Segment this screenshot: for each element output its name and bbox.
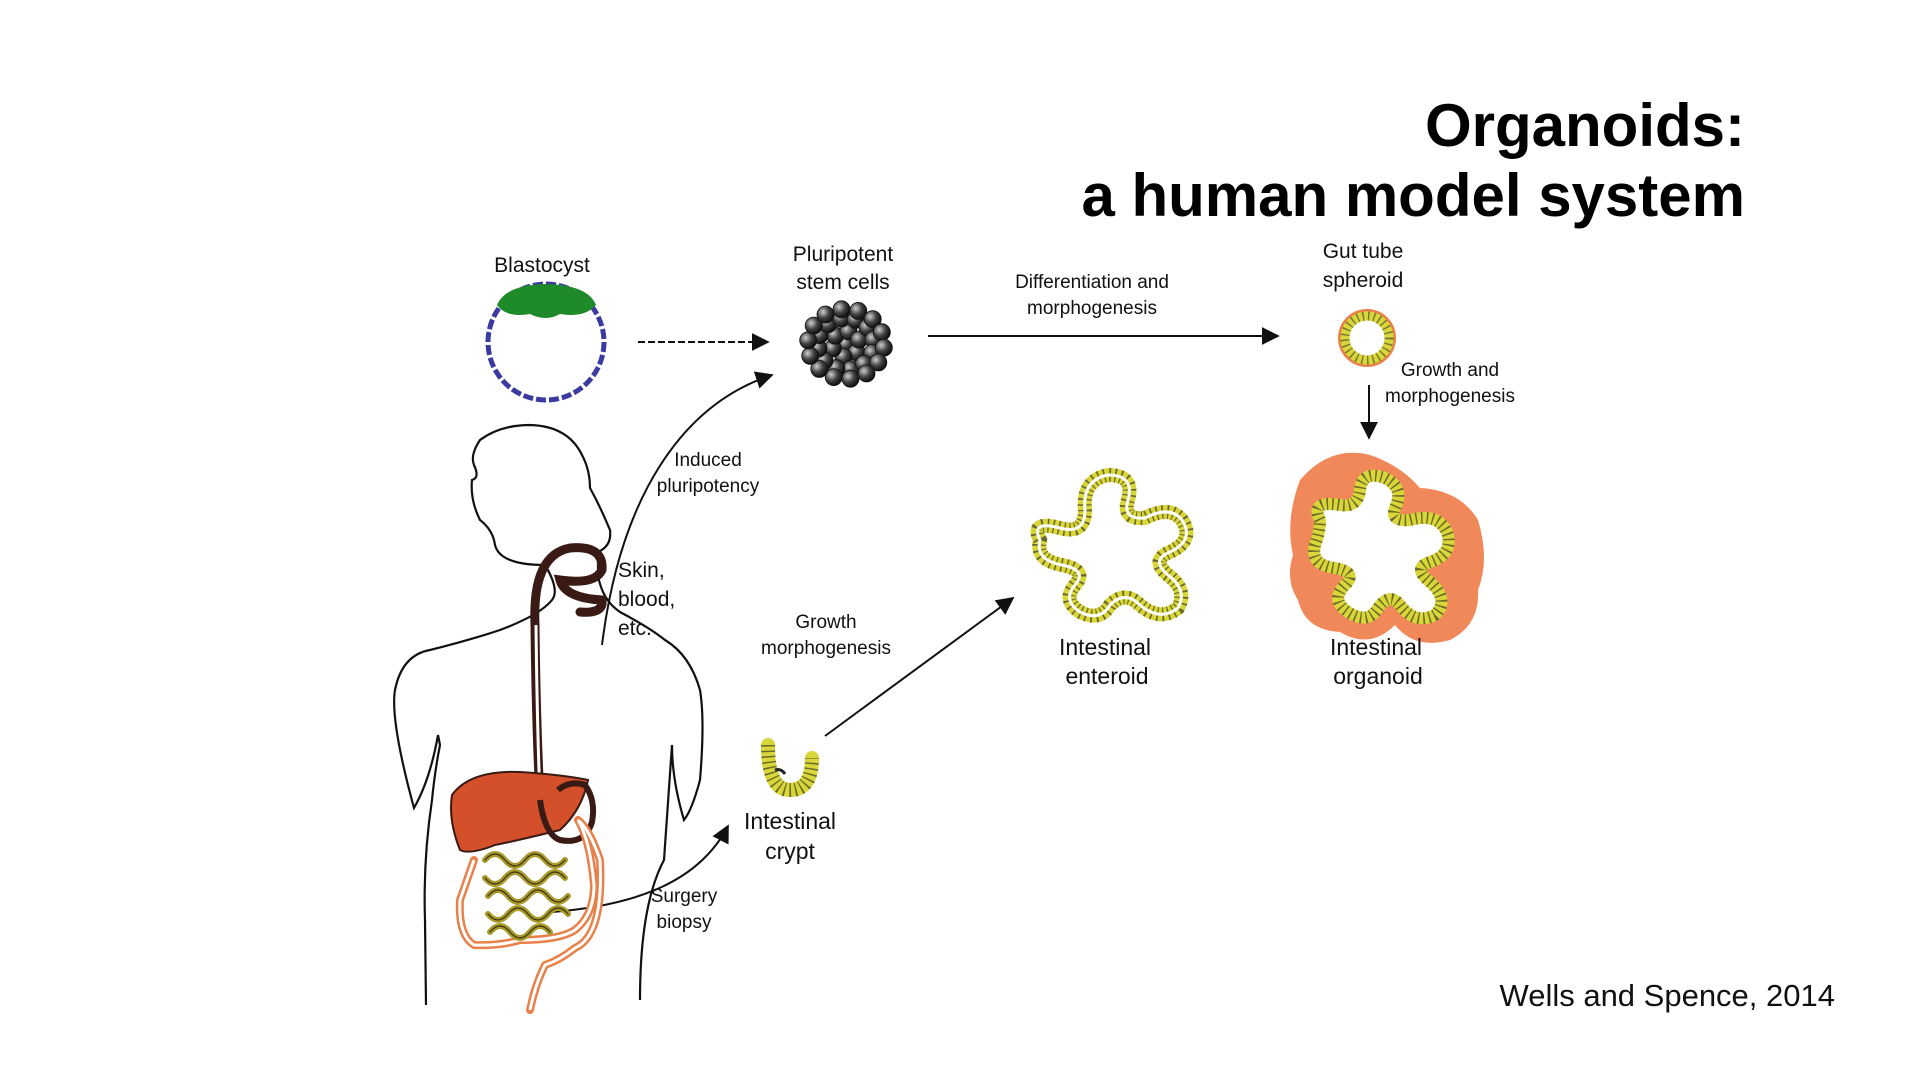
label-organoid-line1: Intestinal	[1329, 634, 1423, 660]
label-pluripotent-line1: Pluripotent	[792, 243, 894, 266]
crypt-to-enteroid-arrow	[824, 596, 1015, 737]
label-skin-line2: blood,	[618, 588, 676, 611]
stem-cell-sphere	[863, 310, 882, 329]
stem-cell-sphere	[810, 359, 829, 378]
label-surgery-line2: biopsy	[656, 912, 712, 933]
label-induced-line2: pluripotency	[656, 476, 760, 497]
label-enteroid-line1: Intestinal	[1058, 634, 1152, 660]
label-skin-line1: Skin,	[618, 559, 665, 582]
stem-cell-sphere	[804, 316, 823, 335]
label-growth2-line1: Growth	[795, 612, 857, 633]
label-gut-tube-line2: spheroid	[1322, 269, 1404, 292]
label-blastocyst: Blastocyst	[494, 254, 590, 277]
label-differentiation-line1: Differentiation and	[1015, 272, 1169, 293]
stem-cell-sphere	[832, 300, 851, 319]
human-body-illustration	[393, 423, 704, 1006]
stem-cell-sphere	[816, 305, 835, 324]
label-crypt-line1: Intestinal	[743, 808, 837, 834]
citation: Wells and Spence, 2014	[1499, 978, 1836, 1013]
label-induced-line1: Induced	[674, 450, 742, 471]
stem-cell-sphere	[857, 364, 876, 383]
label-crypt-line2: crypt	[765, 838, 815, 864]
inner-cell-mass	[497, 284, 596, 318]
label-organoid-line2: organoid	[1333, 663, 1423, 689]
label-pluripotent-line2: stem cells	[796, 271, 890, 294]
label-surgery-line1: Surgery	[650, 886, 718, 907]
label-growth-morph-line1: Growth and	[1400, 360, 1500, 381]
intestinal-crypt-illustration	[761, 738, 819, 798]
blastocyst-illustration	[485, 281, 607, 403]
digestive-tract-illustration	[450, 543, 607, 1014]
label-enteroid-line2: enteroid	[1065, 663, 1149, 689]
label-skin-line3: etc.	[618, 617, 652, 640]
stem-cell-sphere	[841, 369, 860, 388]
blastocyst-ring	[485, 281, 607, 403]
intestinal-enteroid-illustration	[1030, 467, 1194, 623]
induced-pluripotency-arrow	[601, 371, 774, 646]
stem-cell-sphere	[869, 353, 888, 372]
label-growth2-line2: morphogenesis	[761, 638, 891, 659]
stem-cell-sphere	[801, 346, 820, 365]
stem-cell-sphere	[849, 301, 868, 320]
stem-cell-cluster	[799, 300, 893, 388]
stem-cell-sphere	[872, 323, 891, 342]
slide-title-line1: Organoids:	[1424, 92, 1745, 159]
label-gut-tube-line1: Gut tube	[1322, 240, 1404, 263]
gut-tube-spheroid	[1338, 309, 1396, 367]
intestinal-organoid-illustration	[1289, 452, 1484, 643]
slide-title-line2: a human model system	[1081, 162, 1745, 229]
surgery-biopsy-arrow	[551, 824, 729, 913]
label-growth-morph-line2: morphogenesis	[1385, 386, 1515, 407]
label-differentiation-line2: morphogenesis	[1027, 298, 1157, 319]
